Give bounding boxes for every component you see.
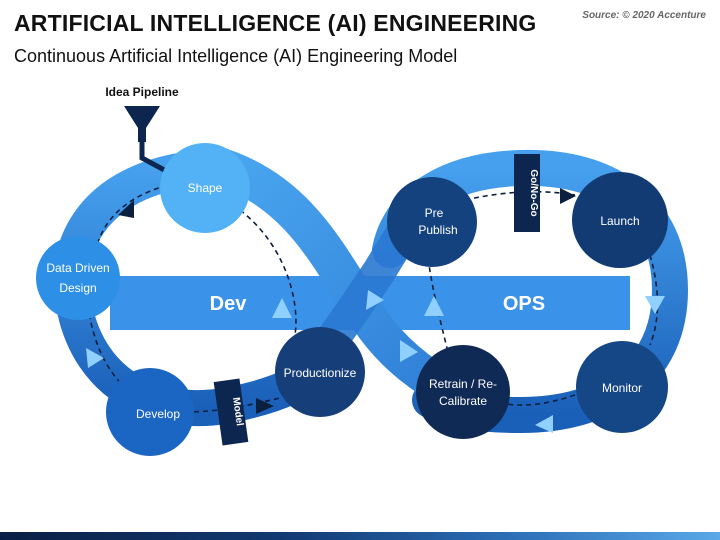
arrow-icon bbox=[560, 188, 576, 204]
model-tag bbox=[213, 378, 249, 446]
go-no-go-label: Go/No-Go bbox=[528, 169, 539, 216]
model-label: Model bbox=[230, 397, 245, 427]
node-label: Launch bbox=[600, 214, 639, 228]
funnel-icon bbox=[124, 106, 160, 142]
node-label: Develop bbox=[136, 407, 180, 421]
source-note: Source: © 2020 Accenture bbox=[582, 10, 706, 21]
ops-label: OPS bbox=[503, 293, 545, 315]
node-label: Productionize bbox=[284, 366, 357, 380]
arrow-icon bbox=[535, 415, 553, 433]
node-pre-publish: Pre Publish bbox=[387, 177, 477, 267]
node-data-driven-design: Data Driven Design bbox=[36, 236, 120, 320]
node-label: Pre bbox=[425, 206, 444, 220]
node-label: Shape bbox=[188, 181, 223, 195]
left-loop-track bbox=[53, 152, 348, 427]
node-monitor: Monitor bbox=[576, 341, 668, 433]
node-label: Retrain / Re- bbox=[429, 377, 497, 391]
arrow-icon bbox=[366, 290, 384, 310]
node-label: Publish bbox=[418, 223, 457, 237]
dev-label: Dev bbox=[210, 293, 248, 315]
node-label: Monitor bbox=[602, 381, 642, 395]
footer-bar bbox=[0, 532, 720, 540]
node-label: Calibrate bbox=[439, 394, 487, 408]
arrow-icon bbox=[424, 296, 444, 316]
node-label: Design bbox=[59, 281, 96, 295]
dashed-flow-shape-prod bbox=[239, 209, 297, 336]
page-title: ARTIFICIAL INTELLIGENCE (AI) ENGINEERING bbox=[14, 10, 537, 36]
arrow-icon bbox=[256, 398, 274, 414]
arrow-icon bbox=[645, 296, 665, 314]
dashed-flow-retrain-prepublish bbox=[427, 254, 451, 361]
node-develop: Develop bbox=[106, 368, 194, 456]
arrow-icon bbox=[118, 200, 134, 218]
node-retrain-recalibrate: Retrain / Re- Calibrate bbox=[416, 345, 510, 439]
node-label: Data Driven bbox=[46, 261, 109, 275]
arrow-icon bbox=[272, 298, 292, 318]
node-launch: Launch bbox=[572, 172, 668, 268]
funnel-connector bbox=[139, 140, 170, 175]
arrow-icon bbox=[86, 348, 104, 368]
node-productionize: Productionize bbox=[275, 327, 365, 417]
node-shape: Shape bbox=[160, 143, 250, 233]
right-loop-track bbox=[372, 149, 689, 434]
idea-pipeline-label: Idea Pipeline bbox=[105, 85, 179, 99]
page-subtitle: Continuous Artificial Intelligence (AI) … bbox=[14, 46, 458, 66]
arrow-icon bbox=[400, 340, 418, 362]
go-no-go-tag bbox=[514, 154, 540, 232]
